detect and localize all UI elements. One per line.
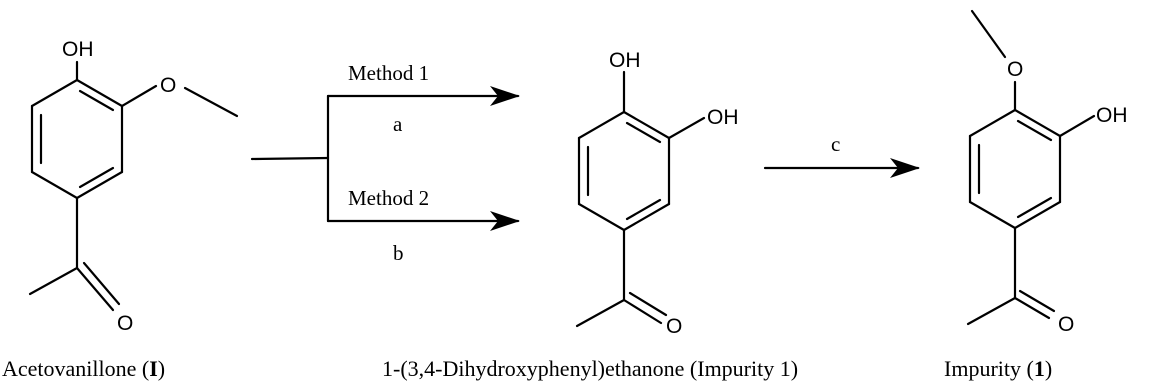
acetovanillone-methoxy-o-label: O bbox=[160, 74, 176, 97]
caption-suffix: ) bbox=[157, 356, 166, 381]
carbonyl-bond-2 bbox=[82, 261, 121, 306]
dihydroxy-carbonyl-o-label: O bbox=[666, 315, 682, 338]
method2-reagent: b bbox=[393, 241, 404, 265]
method1-label: Method 1 bbox=[348, 61, 429, 85]
carbonyl-bond bbox=[622, 298, 663, 325]
impurity1-oh-label: OH bbox=[1096, 104, 1128, 127]
ome-bond bbox=[120, 84, 158, 108]
carbonyl-bond-2 bbox=[628, 291, 668, 317]
caption-text: 1-(3,4-Dihydroxyphenyl)ethanone (Impurit… bbox=[382, 356, 799, 381]
carbonyl-bond bbox=[1013, 296, 1051, 320]
carbonyl-bond-2 bbox=[1018, 289, 1056, 313]
methyl-bond bbox=[183, 86, 239, 118]
caption-bold: I bbox=[149, 356, 158, 381]
acetyl-methyl-bond bbox=[966, 296, 1017, 326]
step-c-arrow-group: c bbox=[763, 132, 920, 178]
impurity1-carbonyl-o-label: O bbox=[1058, 313, 1074, 336]
dihydroxy-caption: 1-(3,4-Dihydroxyphenyl)ethanone (Impurit… bbox=[382, 356, 798, 382]
caption-prefix: Acetovanillone ( bbox=[2, 356, 150, 381]
caption-prefix: Impurity ( bbox=[944, 356, 1034, 381]
method2-label: Method 2 bbox=[348, 186, 429, 210]
acetovanillone-caption: Acetovanillone (I) bbox=[2, 356, 165, 382]
impurity1-methoxy-o-label: O bbox=[1007, 58, 1023, 81]
methyl-bond bbox=[970, 9, 1007, 59]
acetovanillone-ring bbox=[30, 78, 124, 200]
caption-bold: 1 bbox=[1033, 356, 1045, 381]
impurity1-caption: Impurity (1) bbox=[944, 356, 1052, 382]
dihydroxy-ring bbox=[577, 110, 671, 232]
carbonyl-bond bbox=[75, 266, 115, 312]
oh-bond bbox=[1058, 114, 1096, 138]
branch-stem bbox=[250, 156, 330, 161]
step-c-reagent: c bbox=[831, 132, 840, 156]
impurity1-ring bbox=[968, 108, 1062, 230]
acetyl-methyl-bond bbox=[28, 266, 79, 296]
oh-right-bond bbox=[667, 116, 706, 140]
acetovanillone-structure: OH O O bbox=[28, 38, 239, 335]
branch-arrows: Method 1 a Method 2 b bbox=[250, 61, 520, 265]
dihydroxy-oh-right-label: OH bbox=[707, 106, 739, 129]
caption-suffix: ) bbox=[1044, 356, 1053, 381]
dihydroxy-oh-top-label: OH bbox=[609, 49, 641, 72]
acetyl-methyl-bond bbox=[575, 298, 626, 328]
method1-reagent: a bbox=[393, 112, 403, 136]
acetovanillone-oh-label: OH bbox=[62, 38, 94, 61]
impurity1-structure: O OH O bbox=[966, 9, 1128, 336]
dihydroxy-structure: OH OH O bbox=[575, 49, 739, 338]
acetovanillone-carbonyl-o-label: O bbox=[117, 312, 133, 335]
